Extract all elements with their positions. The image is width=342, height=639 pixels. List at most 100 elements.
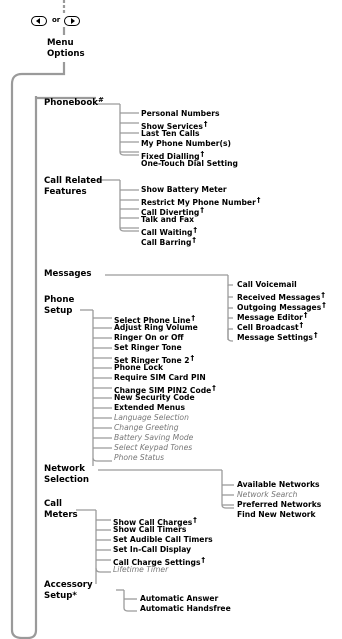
dagger-mark: † — [313, 331, 318, 339]
menu-item[interactable]: Talk and Fax — [141, 215, 260, 225]
menu-item[interactable]: Fixed Dialling† — [141, 149, 238, 161]
menu-item[interactable]: One-Touch Dial Setting — [141, 159, 238, 169]
section-phone-setup[interactable]: Phone Setup — [44, 295, 74, 317]
dagger-mark: † — [200, 150, 205, 158]
menu-item[interactable]: Select Phone Line† — [114, 313, 216, 325]
menu-item-label: Set Ringer Tone 2 — [114, 356, 190, 365]
section-label-line2: Setup* — [44, 591, 77, 601]
scroll-left-button[interactable] — [31, 16, 47, 26]
section-label-line1: Accessory — [44, 580, 93, 590]
dagger-mark: † — [200, 206, 204, 214]
menu-item[interactable]: Available Networks — [237, 480, 321, 490]
menu-item-label: Preferred Networks — [237, 500, 322, 509]
menu-item-label: Lifetime Timer — [113, 565, 169, 574]
section-label-line2: Meters — [44, 510, 78, 520]
menu-item[interactable]: Show Call Timers — [113, 525, 213, 535]
menu-item[interactable]: Set In-Call Display — [113, 545, 213, 555]
menu-item-label: Select Phone Line — [114, 316, 191, 325]
menu-item[interactable]: Change Greeting — [114, 423, 216, 433]
menu-item[interactable]: Automatic Handsfree — [140, 604, 231, 614]
menu-item[interactable]: Received Messages† — [237, 290, 326, 302]
menu-item-label: Find New Network — [237, 510, 316, 519]
section-call-related-features[interactable]: Call Related Features — [44, 176, 102, 198]
section-label-line1: Network — [44, 464, 85, 474]
menu-item[interactable]: Outgoing Messages† — [237, 300, 326, 312]
menu-item-label: Cell Broadcast — [237, 323, 299, 332]
section-label-line1: Call Related — [44, 176, 103, 186]
menu-item[interactable]: Battery Saving Mode — [114, 433, 216, 443]
menu-item-label: New Security Code — [114, 393, 195, 402]
section-network-selection[interactable]: Network Selection — [44, 464, 89, 486]
menu-item-label: Language Selection — [114, 413, 189, 422]
menu-item-label: Automatic Answer — [140, 594, 219, 603]
menu-item[interactable]: Show Battery Meter — [141, 185, 260, 195]
menu-item[interactable]: Call Charge Settings† — [113, 555, 213, 567]
menu-item[interactable]: Cell Broadcast† — [237, 320, 326, 332]
menu-item[interactable]: Find New Network — [237, 510, 321, 520]
dagger-mark: † — [201, 556, 205, 564]
left-arrow-icon — [36, 18, 40, 24]
dagger-mark: † — [256, 196, 261, 204]
menu-item[interactable]: Require SIM Card PIN — [114, 373, 216, 383]
menu-item[interactable]: Phone Status — [114, 453, 216, 463]
menu-item[interactable]: Restrict My Phone Number† — [141, 195, 261, 207]
menu-item[interactable]: Call Diverting† — [141, 205, 260, 217]
menu-item[interactable]: Call Waiting† — [141, 225, 260, 237]
menu-item-label: Network Search — [237, 490, 298, 499]
menu-item[interactable]: Personal Numbers — [141, 109, 238, 119]
menu-item[interactable]: Network Search — [237, 490, 321, 500]
menu-item[interactable]: Set Ringer Tone 2† — [114, 353, 216, 365]
menu-item[interactable]: Language Selection — [114, 413, 216, 423]
menu-item-label: Show Services — [141, 122, 203, 131]
menu-item-label: Ringer On or Off — [114, 333, 184, 342]
menu-item[interactable]: Adjust Ring Volume — [114, 323, 216, 333]
menu-item[interactable]: Message Settings† — [237, 330, 326, 342]
menu-item-label: Fixed Dialling — [141, 152, 200, 161]
menu-item[interactable]: Extended Menus — [114, 403, 216, 413]
menu-label: Menu — [47, 38, 74, 48]
menu-item[interactable]: My Phone Number(s) — [141, 139, 238, 149]
menu-item[interactable]: Call Voicemail — [237, 280, 326, 290]
section-label-line2: Selection — [44, 475, 89, 485]
menu-item[interactable]: Show Call Charges† — [113, 515, 213, 527]
menu-item[interactable]: Select Keypad Tones — [114, 443, 216, 453]
menu-item-label: Message Editor — [237, 313, 303, 322]
menu-item[interactable]: Preferred Networks — [237, 500, 321, 510]
scroll-right-button[interactable] — [64, 16, 80, 26]
menu-item-label: Set Ringer Tone — [114, 343, 182, 352]
dagger-mark: † — [303, 311, 308, 319]
section-accessory-setup[interactable]: Accessory Setup* — [44, 580, 93, 602]
menu-item-label: Extended Menus — [114, 403, 185, 412]
menu-item-label: Call Barring — [141, 238, 192, 247]
section-phonebook[interactable]: Phonebook# — [44, 95, 104, 109]
menu-item[interactable]: Message Editor† — [237, 310, 326, 322]
menu-item[interactable]: Change SIM PIN2 Code† — [114, 383, 216, 395]
menu-item[interactable]: Show Services† — [141, 119, 238, 131]
menu-item[interactable]: Last Ten Calls — [141, 129, 238, 139]
menu-item-label: Last Ten Calls — [141, 129, 200, 138]
dagger-mark: † — [193, 226, 197, 234]
dagger-mark: † — [190, 354, 195, 362]
menu-item-label: Call Voicemail — [237, 280, 297, 289]
menu-item[interactable]: Lifetime Timer — [113, 565, 213, 575]
menu-item[interactable]: New Security Code — [114, 393, 216, 403]
menu-item[interactable]: Ringer On or Off — [114, 333, 216, 343]
menu-item-label: Change SIM PIN2 Code — [114, 386, 212, 395]
dagger-mark: † — [191, 314, 196, 322]
section-label-line2: Setup — [44, 306, 73, 316]
dagger-mark: † — [321, 291, 325, 299]
menu-item-label: Outgoing Messages — [237, 303, 322, 312]
section-messages[interactable]: Messages — [44, 269, 92, 280]
menu-item[interactable]: Set Audible Call Timers — [113, 535, 213, 545]
menu-item[interactable]: Call Barring† — [141, 235, 260, 247]
menu-item[interactable]: Set Ringer Tone — [114, 343, 216, 353]
section-call-meters[interactable]: Call Meters — [44, 499, 78, 521]
menu-item-label: Set In-Call Display — [113, 545, 192, 554]
section-label-line1: Phone — [44, 295, 75, 305]
menu-item[interactable]: Phone Lock — [114, 363, 216, 373]
menu-item[interactable]: Automatic Answer — [140, 594, 231, 604]
menu-item-label: Available Networks — [237, 480, 320, 489]
